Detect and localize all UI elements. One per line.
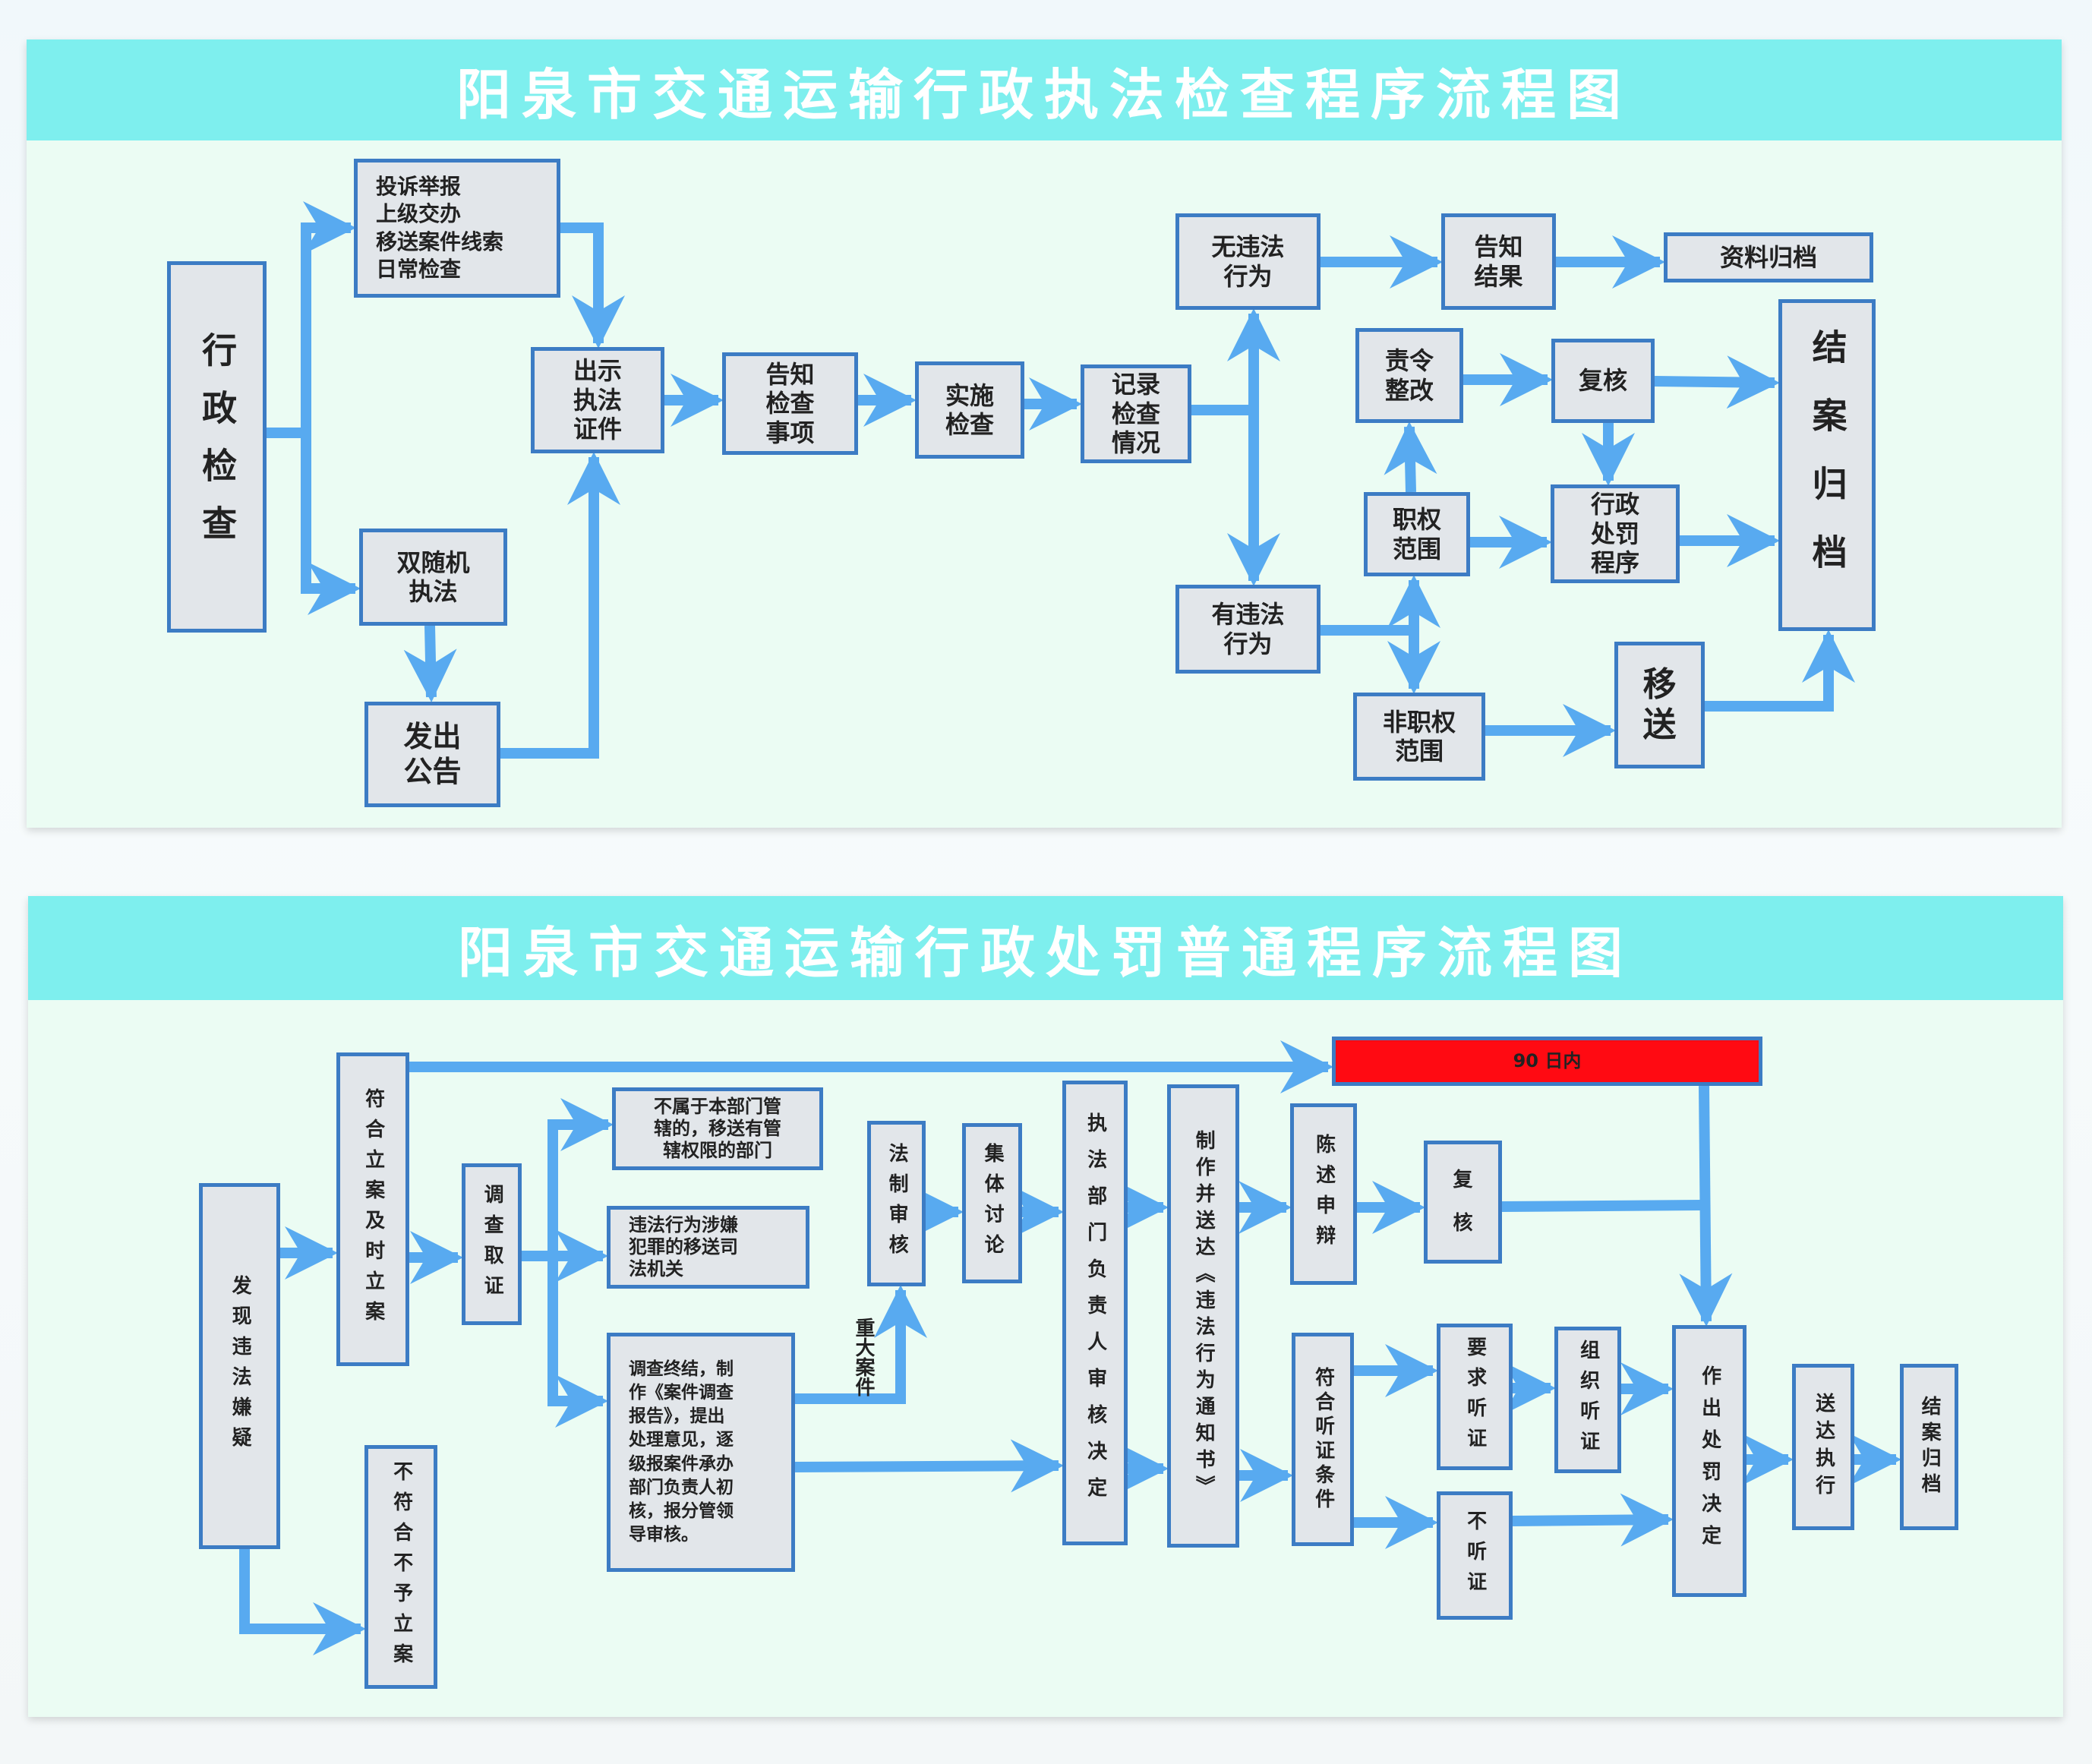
node-order-rectify: 责令 整改: [1355, 328, 1463, 423]
node-organize-hearing: 组织听证: [1554, 1327, 1621, 1473]
arrow-notice-to-credentials: [500, 452, 620, 759]
deadline-badge: 90 日内: [1332, 1037, 1762, 1086]
node-penalty-decision: 作出处罚决定: [1672, 1325, 1746, 1597]
node-close-archive-2: 结案归档: [1900, 1364, 1958, 1530]
arrow-sources-to-credentials: [560, 222, 625, 349]
arrow-inspect-to-random: [301, 433, 361, 615]
node-legal-review: 法制审核: [867, 1121, 926, 1286]
node-close-archive: 结案归档: [1778, 299, 1876, 631]
node-statement-defense: 陈述申辩: [1290, 1103, 1357, 1285]
node-implement-inspection: 实施 检查: [915, 361, 1024, 459]
node-issue-notice: 发出 公告: [364, 702, 500, 807]
node-violation-notice: 制作并送达《违法行为通知书》: [1167, 1084, 1239, 1548]
node-discover-suspicion: 发现违法嫌疑: [199, 1183, 280, 1549]
arrow-transfer-to-close: [1705, 630, 1855, 712]
node-request-hearing: 要求听证: [1437, 1324, 1513, 1470]
node-within-authority: 职权 范围: [1364, 492, 1470, 576]
node-department-head-decision: 执法部门负责人审核决定: [1062, 1081, 1128, 1545]
arrow-discover-to-nofile: [239, 1549, 366, 1655]
node-archive-materials: 资料归档: [1664, 232, 1873, 282]
arrow-branch-to-transfer-dept: [547, 1098, 614, 1256]
node-investigate: 调查取证: [462, 1163, 522, 1325]
node-show-credentials: 出示 执法 证件: [531, 347, 664, 453]
node-inform-result: 告知 结果: [1441, 213, 1556, 310]
arrow-conclude-to-decision: [794, 1439, 1064, 1493]
label-major-case: 重大案件: [852, 1317, 875, 1396]
node-has-violation: 有违法 行为: [1175, 585, 1321, 674]
node-inspection-sources: 投诉举报 上级交办 移送案件线索 日常检查: [354, 159, 560, 298]
node-record-inspection: 记录 检查 情况: [1081, 364, 1191, 463]
arrow-conclude-to-legal-review: [795, 1285, 927, 1404]
node-double-random-enforcement: 双随机 执法: [359, 529, 507, 626]
node-inform-items: 告知 检查 事项: [722, 352, 858, 455]
arrow-authority-to-rectify: [1384, 421, 1437, 493]
node-transfer-department: 不属于本部门管 辖的，移送有管 辖权限的部门: [612, 1087, 823, 1170]
arrow-review-to-close: [1654, 355, 1780, 409]
node-review-2: 复 核: [1424, 1141, 1502, 1264]
node-administrative-inspection: 行政检查: [167, 261, 267, 633]
node-file-case: 符合立案及时立案: [336, 1052, 409, 1366]
node-transfer-judicial: 违法行为涉嫌 犯罪的移送司 法机关: [607, 1206, 809, 1289]
arrow-review-to-decide: [1501, 1200, 1702, 1212]
node-no-hearing: 不听证: [1437, 1491, 1513, 1620]
penalty-flowchart-title: 阳泉市交通运输行政处罚普通程序流程图: [28, 896, 2063, 1000]
node-no-violation: 无违法 行为: [1175, 213, 1321, 310]
node-hearing-conditions: 符合听证条件: [1292, 1333, 1354, 1546]
node-review: 复核: [1551, 339, 1655, 423]
node-administrative-penalty: 行政 处罚 程序: [1551, 484, 1680, 583]
arrow-nohearing-to-decide: [1512, 1493, 1674, 1547]
arrow-deadline-to-decide: [1679, 1085, 1733, 1327]
inspection-flowchart-title: 阳泉市交通运输行政执法检查程序流程图: [27, 39, 2062, 140]
node-transfer: 移 送: [1614, 642, 1705, 768]
node-deliver-execute: 送达执行: [1792, 1364, 1854, 1530]
node-outside-authority: 非职权 范围: [1353, 693, 1485, 781]
node-investigation-conclusion: 调查终结，制 作《案件调查 报告》，提出 处理意见，逐 级报案件承办 部门负责人…: [607, 1333, 795, 1572]
node-not-file-case: 不符合不予立案: [364, 1445, 437, 1689]
arrow-random-to-notice: [403, 625, 457, 702]
inspection-flowchart-panel: 阳泉市交通运输行政执法检查程序流程图: [27, 39, 2062, 828]
node-collective-discussion: 集体讨论: [962, 1123, 1022, 1283]
arrow-branch-to-conclude: [547, 1256, 608, 1428]
arrow-inspect-to-sources: [267, 201, 356, 438]
